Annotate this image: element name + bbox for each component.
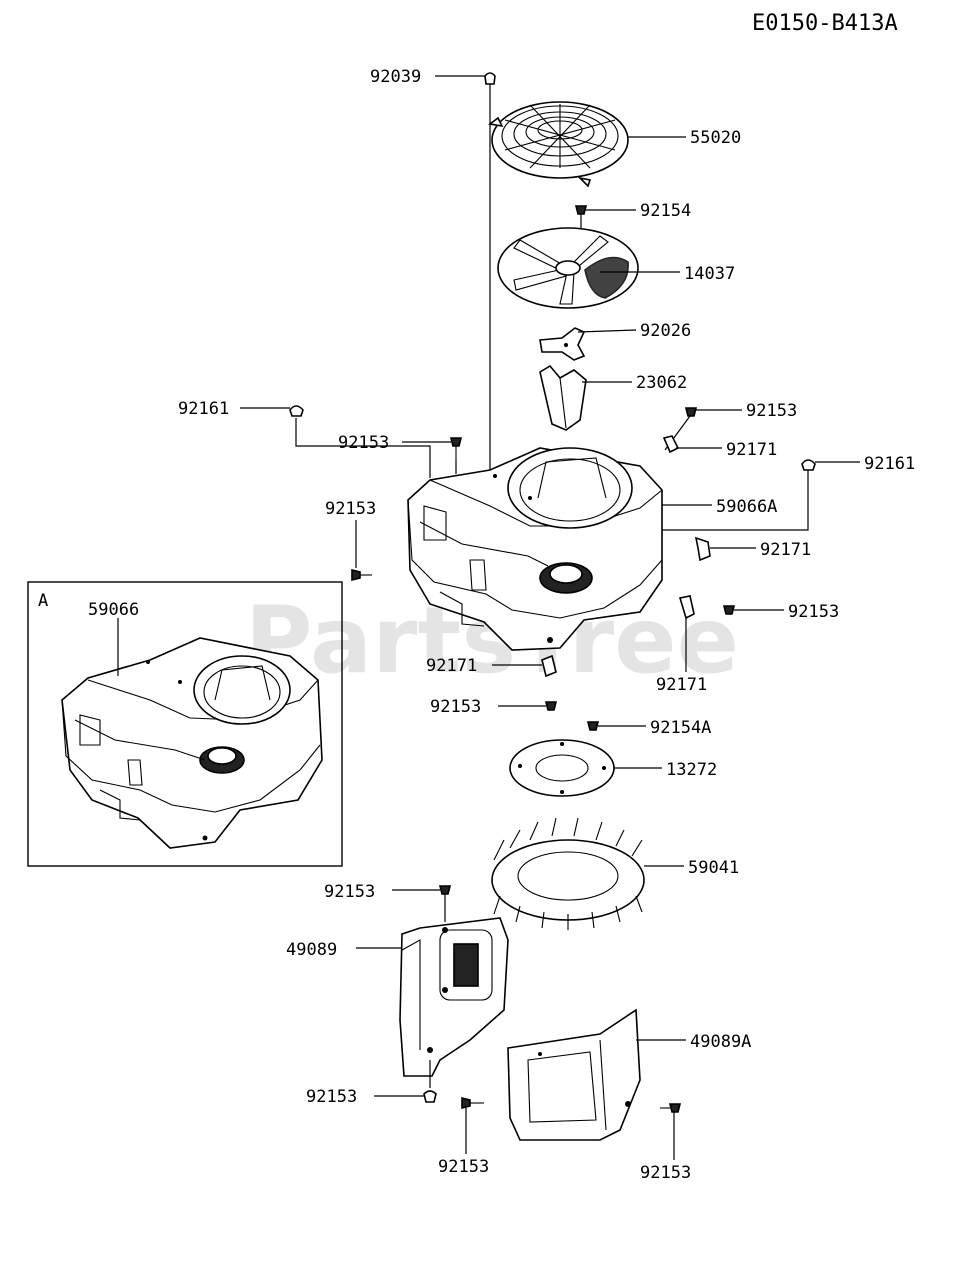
plug-92161-left-shape (289, 405, 304, 417)
shroud-59066A-shape (407, 447, 663, 651)
part-label-92154A: 92154A (650, 718, 711, 738)
part-label-49089: 49089 (286, 940, 337, 960)
part-label-59041: 59041 (688, 858, 739, 878)
screw-92153-upper-shape (449, 437, 463, 460)
part-label-59066: 59066 (88, 600, 139, 620)
part-label-92039: 92039 (370, 67, 421, 87)
funnel-23062-shape (539, 364, 587, 431)
part-label-23062: 23062 (636, 373, 687, 393)
part-label-92153-mid-left: 92153 (324, 882, 375, 902)
part-label-49089A: 49089A (690, 1032, 751, 1052)
part-label-92153-upper-right: 92153 (746, 401, 797, 421)
part-label-92153-left: 92153 (325, 499, 376, 519)
screw-92039-shape (484, 72, 496, 85)
diagram-reference: E0150-B413A (752, 11, 898, 36)
inset-label: A (38, 591, 48, 611)
clip-92171-lower-right-shape (678, 595, 695, 620)
part-label-92153-lower-left: 92153 (306, 1087, 357, 1107)
part-label-92153-bottom-right: 92153 (640, 1163, 691, 1183)
screw-92153-center-shape (544, 701, 558, 711)
part-label-92153-center: 92153 (430, 697, 481, 717)
part-label-59066A: 59066A (716, 497, 777, 517)
part-label-92154: 92154 (640, 201, 691, 221)
part-label-92161-left: 92161 (178, 399, 229, 419)
part-label-92171-lower-right: 92171 (656, 675, 707, 695)
part-label-14037: 14037 (684, 264, 735, 284)
fan-59041-shape (491, 817, 645, 930)
screw-92153-right-shape (722, 605, 736, 615)
bracket-92026-shape (539, 327, 586, 361)
part-label-13272: 13272 (666, 760, 717, 780)
screw-92154A-shape (586, 721, 600, 731)
part-label-92171-upper: 92171 (726, 440, 777, 460)
fan-plate-14037-shape (497, 227, 639, 309)
screw-92153-lower-left-shape (423, 1090, 437, 1103)
part-label-55020: 55020 (690, 128, 741, 148)
clip-92171-center-shape (541, 654, 557, 678)
screw-92153-left-shape (351, 568, 372, 582)
part-label-92026: 92026 (640, 321, 691, 341)
part-label-92153-right: 92153 (788, 602, 839, 622)
part-label-92171-center: 92171 (426, 656, 477, 676)
part-label-92153-bottom-left: 92153 (438, 1157, 489, 1177)
screw-92153-mid-left-shape (438, 885, 452, 895)
inset-frame (27, 581, 343, 867)
part-label-92153-upper: 92153 (338, 433, 389, 453)
screw-92153-upper-right-shape (684, 407, 698, 417)
cover-49089A-shape (507, 1008, 641, 1141)
screw-92153-bottom-right-shape (660, 1103, 682, 1113)
clip-92171-upper-shape (662, 435, 680, 454)
plug-92161-right-shape (801, 459, 816, 471)
screw-92154-shape (574, 205, 588, 215)
clip-92171-right-shape (694, 536, 711, 562)
screen-55020-shape (488, 101, 629, 188)
shroud-59066-shape (61, 637, 323, 849)
screw-92153-bottom-left-shape (461, 1096, 484, 1110)
cover-49089-shape (399, 917, 509, 1077)
part-label-92171-right: 92171 (760, 540, 811, 560)
plate-13272-shape (509, 739, 615, 797)
part-label-92161-right: 92161 (864, 454, 915, 474)
